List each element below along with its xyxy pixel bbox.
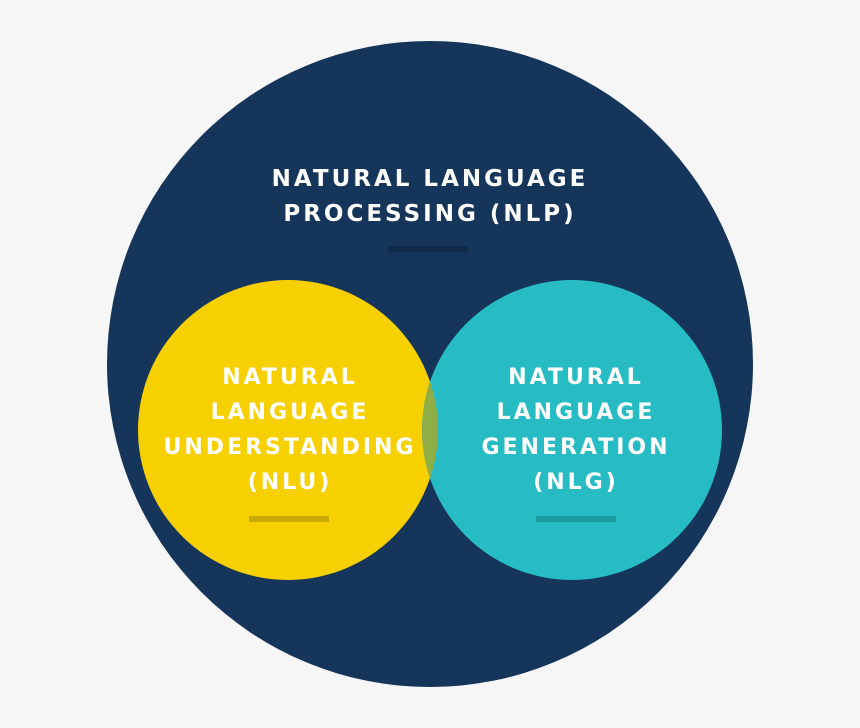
nlp-title: NATURAL LANGUAGE PROCESSING (NLP) (230, 162, 630, 232)
nlg-title-line: GENERATION (481, 435, 671, 460)
nlp-title-line: NATURAL LANGUAGE (271, 166, 589, 192)
nlu-title: NATURAL LANGUAGE UNDERSTANDING (NLU) (150, 360, 430, 500)
nlu-title-line: (NLU) (247, 470, 333, 495)
nlg-title-line: NATURAL (508, 365, 644, 390)
nlp-title-underline (388, 246, 468, 252)
nlg-circle (422, 280, 722, 580)
nlg-title: NATURAL LANGUAGE GENERATION (NLG) (436, 360, 716, 500)
nlu-circle (138, 280, 438, 580)
nlu-title-underline (249, 516, 329, 522)
nlu-title-line: UNDERSTANDING (163, 435, 417, 460)
nlg-title-underline (536, 516, 616, 522)
nlg-title-line: LANGUAGE (496, 400, 656, 425)
nlu-title-line: LANGUAGE (210, 400, 370, 425)
nlp-title-line: PROCESSING (NLP) (283, 201, 577, 227)
nlu-title-line: NATURAL (222, 365, 358, 390)
nlg-title-line: (NLG) (533, 470, 619, 495)
